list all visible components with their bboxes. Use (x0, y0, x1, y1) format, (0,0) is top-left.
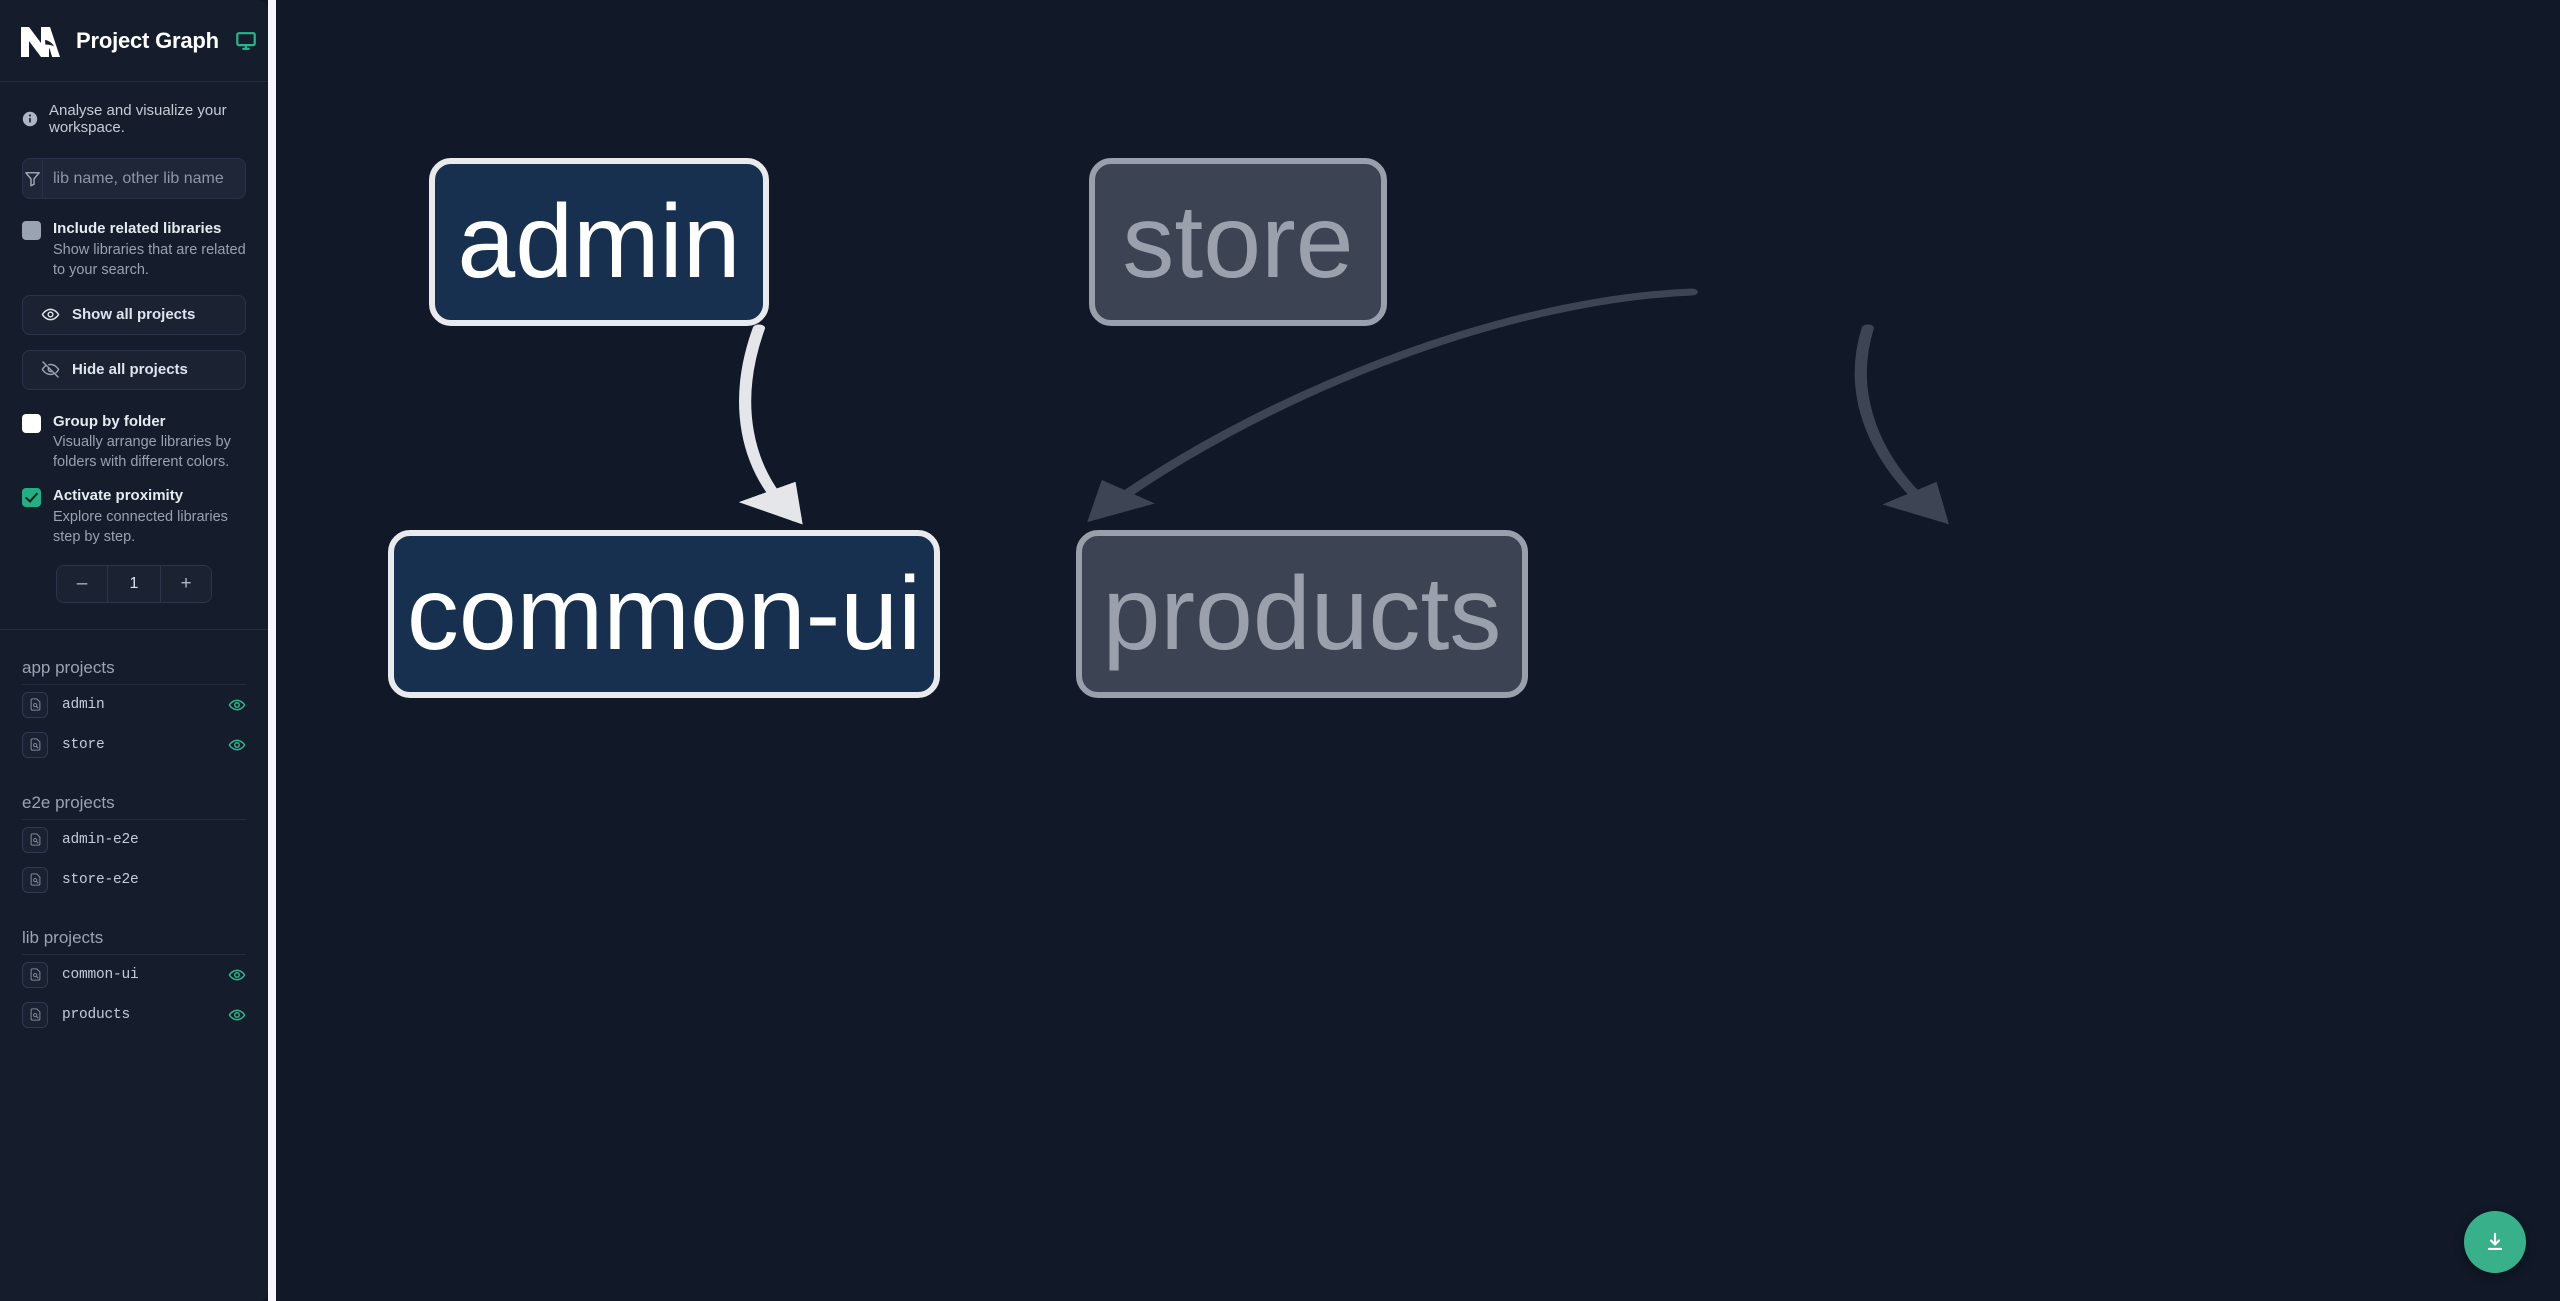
filter-funnel-icon (23, 159, 43, 198)
option-group-by-folder[interactable]: Group by folder Visually arrange librari… (22, 412, 246, 473)
include-related-description: Show libraries that are related to your … (53, 241, 246, 278)
file-icon (22, 731, 48, 758)
project-list-item-admin[interactable]: admin (22, 685, 246, 725)
sidebar-tagline: Analyse and visualize your workspace. (0, 82, 268, 136)
project-list-item-admin-e2e[interactable]: admin-e2e (22, 820, 246, 860)
group-by-folder-checkbox[interactable] (22, 413, 41, 433)
graph-node-label: common-ui (406, 556, 922, 672)
graph-node-label: store (1122, 184, 1354, 300)
eye-icon (41, 308, 60, 321)
show-all-projects-button[interactable]: Show all projects (22, 294, 246, 335)
project-list[interactable]: app projects admin store e2e projects admin-… (0, 630, 268, 1301)
project-name: store (62, 736, 105, 753)
project-list-item-store[interactable]: store (22, 725, 246, 765)
nx-logo-icon (18, 21, 62, 61)
project-name: common-ui (62, 966, 139, 983)
option-activate-proximity[interactable]: Activate proximity Explore connected lib… (22, 486, 246, 547)
tagline-text: Analyse and visualize your workspace. (49, 102, 227, 136)
include-related-label: Include related libraries (53, 220, 222, 237)
download-icon (2487, 1232, 2503, 1251)
project-group-title: lib projects (22, 928, 246, 955)
hide-all-projects-label: Hide all projects (72, 361, 188, 378)
search-filter[interactable] (22, 158, 246, 199)
eye-icon[interactable] (228, 736, 246, 754)
page-title: Project Graph (76, 27, 219, 53)
eye-icon[interactable] (228, 966, 246, 984)
monitor-icon[interactable] (235, 30, 257, 52)
graph-node-products[interactable]: products (1076, 530, 1528, 698)
search-input[interactable] (43, 159, 245, 198)
edge-store-to-common-ui (1087, 288, 1698, 523)
edge-admin-to-common-ui (738, 324, 803, 525)
sidebar-controls: Include related libraries Show libraries… (0, 136, 268, 603)
eye-icon[interactable] (228, 696, 246, 714)
file-icon (22, 691, 48, 718)
proximity-stepper: – 1 + (22, 564, 246, 603)
file-icon (22, 1001, 48, 1028)
sidebar-header: Project Graph (0, 0, 268, 82)
option-include-related[interactable]: Include related libraries Show libraries… (22, 219, 246, 280)
graph-node-store[interactable]: store (1089, 158, 1387, 326)
project-group-title: app projects (22, 658, 246, 685)
graph-canvas[interactable]: admin store common-ui products (276, 0, 2560, 1301)
activate-proximity-checkbox[interactable] (22, 488, 41, 507)
sidebar-divider (0, 628, 268, 630)
eye-icon[interactable] (228, 1006, 246, 1024)
group-by-folder-description: Visually arrange libraries by folders wi… (53, 434, 231, 470)
activate-proximity-description: Explore connected libraries step by step… (53, 508, 228, 545)
graph-node-admin[interactable]: admin (429, 158, 769, 326)
graph-edges (738, 288, 1949, 525)
project-name: admin (62, 696, 105, 713)
sidebar: Project Graph Analyse and visualize your… (0, 0, 268, 1301)
project-name: admin-e2e (62, 831, 139, 848)
file-icon (22, 826, 48, 853)
sidebar-resize-handle[interactable] (268, 0, 276, 1301)
file-icon (22, 961, 48, 988)
graph-node-label: products (1102, 556, 1502, 672)
proximity-value: 1 (107, 565, 161, 602)
proximity-decrement-button[interactable]: – (57, 565, 107, 602)
project-name: products (62, 1006, 131, 1023)
info-icon (22, 111, 38, 127)
download-graph-button[interactable] (2464, 1211, 2526, 1273)
file-icon (22, 866, 48, 893)
project-list-item-common-ui[interactable]: common-ui (22, 955, 246, 995)
show-all-projects-label: Show all projects (72, 306, 196, 323)
group-by-folder-label: Group by folder (53, 412, 166, 430)
hide-all-projects-button[interactable]: Hide all projects (22, 349, 246, 390)
project-list-item-store-e2e[interactable]: store-e2e (22, 860, 246, 900)
proximity-increment-button[interactable]: + (161, 565, 211, 602)
activate-proximity-label: Activate proximity (53, 487, 184, 504)
graph-node-common-ui[interactable]: common-ui (388, 530, 940, 698)
edge-store-to-products (1854, 324, 1949, 525)
project-name: store-e2e (62, 871, 139, 888)
project-list-item-products[interactable]: products (22, 995, 246, 1035)
include-related-checkbox[interactable] (22, 221, 41, 240)
eye-off-icon (41, 361, 60, 378)
project-group-title: e2e projects (22, 793, 246, 820)
graph-node-label: admin (457, 184, 741, 300)
